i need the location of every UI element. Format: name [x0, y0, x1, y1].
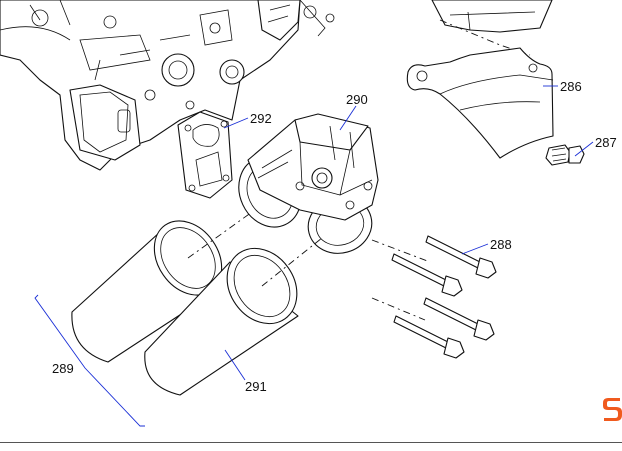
- alignment-line-3: [371, 239, 431, 263]
- leader-289-bracket: [34, 294, 145, 427]
- callout-290: 290: [346, 92, 368, 107]
- leader-292: [223, 117, 249, 129]
- callout-288: 288: [490, 237, 512, 252]
- alignment-line-4: [371, 297, 426, 321]
- brand-logo-icon: [603, 398, 622, 421]
- alignment-line-2: [261, 237, 323, 287]
- leader-287: [574, 141, 594, 157]
- screw-287: [545, 144, 585, 166]
- leader-288: [461, 243, 489, 255]
- callout-289: 289: [52, 361, 74, 376]
- alignment-line-1: [187, 211, 253, 259]
- bolt-2: [391, 253, 463, 297]
- bolt-1: [425, 235, 497, 279]
- bolt-3: [423, 297, 495, 341]
- leader-290: [339, 105, 357, 131]
- leader-lines: [34, 85, 594, 427]
- filter-housing-290: [238, 113, 379, 254]
- engine-block: [0, 0, 335, 171]
- heat-shield-286: [406, 47, 554, 159]
- callout-291: 291: [245, 379, 267, 394]
- callout-287: 287: [595, 135, 617, 150]
- bottom-divider: [0, 442, 622, 443]
- gasket-292: [177, 111, 233, 199]
- bolts-288: [391, 235, 497, 359]
- callout-292: 292: [250, 111, 272, 126]
- leader-291: [224, 349, 246, 381]
- block-upper-right: [431, 0, 553, 56]
- bolt-4: [393, 315, 465, 359]
- callout-286: 286: [560, 79, 582, 94]
